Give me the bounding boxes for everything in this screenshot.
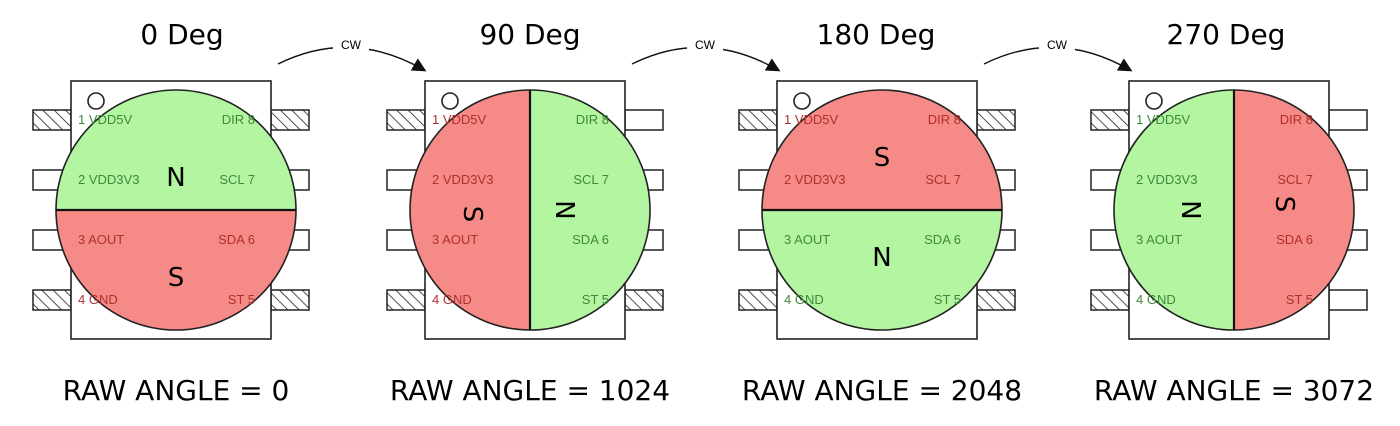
right-pin-label: ST 5 xyxy=(934,292,961,307)
cw-label-bg xyxy=(687,37,723,53)
left-pin-4 xyxy=(32,289,72,311)
raw-angle-label: RAW ANGLE = 1024 xyxy=(390,374,670,407)
south-label: S xyxy=(457,206,487,223)
raw-angle-label: RAW ANGLE = 3072 xyxy=(1094,374,1374,407)
right-pin-label: SDA 6 xyxy=(218,232,255,247)
north-pole-half xyxy=(530,90,650,330)
north-label: N xyxy=(1175,200,1205,219)
right-pin-4 xyxy=(624,289,664,311)
panel-title: 180 Deg xyxy=(817,18,936,51)
raw-angle-label: RAW ANGLE = 2048 xyxy=(742,374,1022,407)
left-pin-label: 2 VDD3V3 xyxy=(78,172,139,187)
south-pole-half xyxy=(762,90,1002,210)
left-pin-label: 1 VDD5V xyxy=(1136,112,1191,127)
left-pin-label: 4 GND xyxy=(784,292,824,307)
right-pin-1 xyxy=(976,109,1016,131)
north-label: N xyxy=(872,243,891,273)
panel-title: 270 Deg xyxy=(1167,18,1286,51)
right-pin-label: DIR 8 xyxy=(1280,112,1313,127)
south-pole-half xyxy=(56,210,296,330)
right-pin-1 xyxy=(624,109,664,131)
left-pin-label: 3 AOUT xyxy=(784,232,830,247)
right-pin-label: SDA 6 xyxy=(572,232,609,247)
left-pin-label: 4 GND xyxy=(78,292,118,307)
pin1-marker xyxy=(793,92,811,110)
right-pin-4 xyxy=(1328,289,1368,311)
north-pole-half xyxy=(1114,90,1234,330)
right-pin-1 xyxy=(270,109,310,131)
panel-title: 0 Deg xyxy=(140,18,223,51)
left-pin-label: 4 GND xyxy=(432,292,472,307)
left-pin-4 xyxy=(738,289,778,311)
left-pin-1 xyxy=(32,109,72,131)
cw-arrow-2: CW xyxy=(631,37,781,72)
cw-label: CW xyxy=(695,38,716,52)
right-pin-4 xyxy=(270,289,310,311)
cw-label-bg xyxy=(333,37,369,53)
left-pin-1 xyxy=(1090,109,1130,131)
left-pin-4 xyxy=(1090,289,1130,311)
left-pin-label: 3 AOUT xyxy=(78,232,124,247)
right-pin-label: SCL 7 xyxy=(219,172,255,187)
right-pin-label: SDA 6 xyxy=(1276,232,1313,247)
right-pin-label: DIR 8 xyxy=(576,112,609,127)
right-pin-label: ST 5 xyxy=(228,292,255,307)
right-pin-1 xyxy=(1328,109,1368,131)
left-pin-label: 2 VDD3V3 xyxy=(432,172,493,187)
left-pin-label: 1 VDD5V xyxy=(432,112,487,127)
cw-arrow-3: CW xyxy=(983,37,1133,72)
cw-arrow-1: CW xyxy=(277,37,427,72)
left-pin-label: 1 VDD5V xyxy=(784,112,839,127)
south-label: S xyxy=(168,263,185,293)
north-label: N xyxy=(166,163,185,193)
left-pin-label: 1 VDD5V xyxy=(78,112,133,127)
north-label: N xyxy=(549,200,579,219)
raw-angle-label: RAW ANGLE = 0 xyxy=(63,374,290,407)
pin1-marker xyxy=(1145,92,1163,110)
north-pole-half xyxy=(56,90,296,210)
south-pole-half xyxy=(410,90,530,330)
left-pin-4 xyxy=(386,289,426,311)
left-pin-label: 2 VDD3V3 xyxy=(1136,172,1197,187)
right-pin-label: SCL 7 xyxy=(573,172,609,187)
cw-label: CW xyxy=(341,38,362,52)
pin1-marker xyxy=(87,92,105,110)
left-pin-label: 2 VDD3V3 xyxy=(784,172,845,187)
south-pole-half xyxy=(1234,90,1354,330)
right-pin-label: ST 5 xyxy=(582,292,609,307)
right-pin-4 xyxy=(976,289,1016,311)
panel-title: 90 Deg xyxy=(479,18,580,51)
cw-label: CW xyxy=(1047,38,1068,52)
left-pin-label: 4 GND xyxy=(1136,292,1176,307)
cw-label-bg xyxy=(1039,37,1075,53)
pin1-marker xyxy=(441,92,459,110)
right-pin-label: ST 5 xyxy=(1286,292,1313,307)
south-label: S xyxy=(1269,196,1299,213)
right-pin-label: DIR 8 xyxy=(928,112,961,127)
left-pin-label: 3 AOUT xyxy=(1136,232,1182,247)
left-pin-1 xyxy=(738,109,778,131)
south-label: S xyxy=(874,143,891,173)
right-pin-label: SCL 7 xyxy=(1277,172,1313,187)
left-pin-1 xyxy=(386,109,426,131)
north-pole-half xyxy=(762,210,1002,330)
right-pin-label: SCL 7 xyxy=(925,172,961,187)
right-pin-label: DIR 8 xyxy=(222,112,255,127)
left-pin-label: 3 AOUT xyxy=(432,232,478,247)
right-pin-label: SDA 6 xyxy=(924,232,961,247)
